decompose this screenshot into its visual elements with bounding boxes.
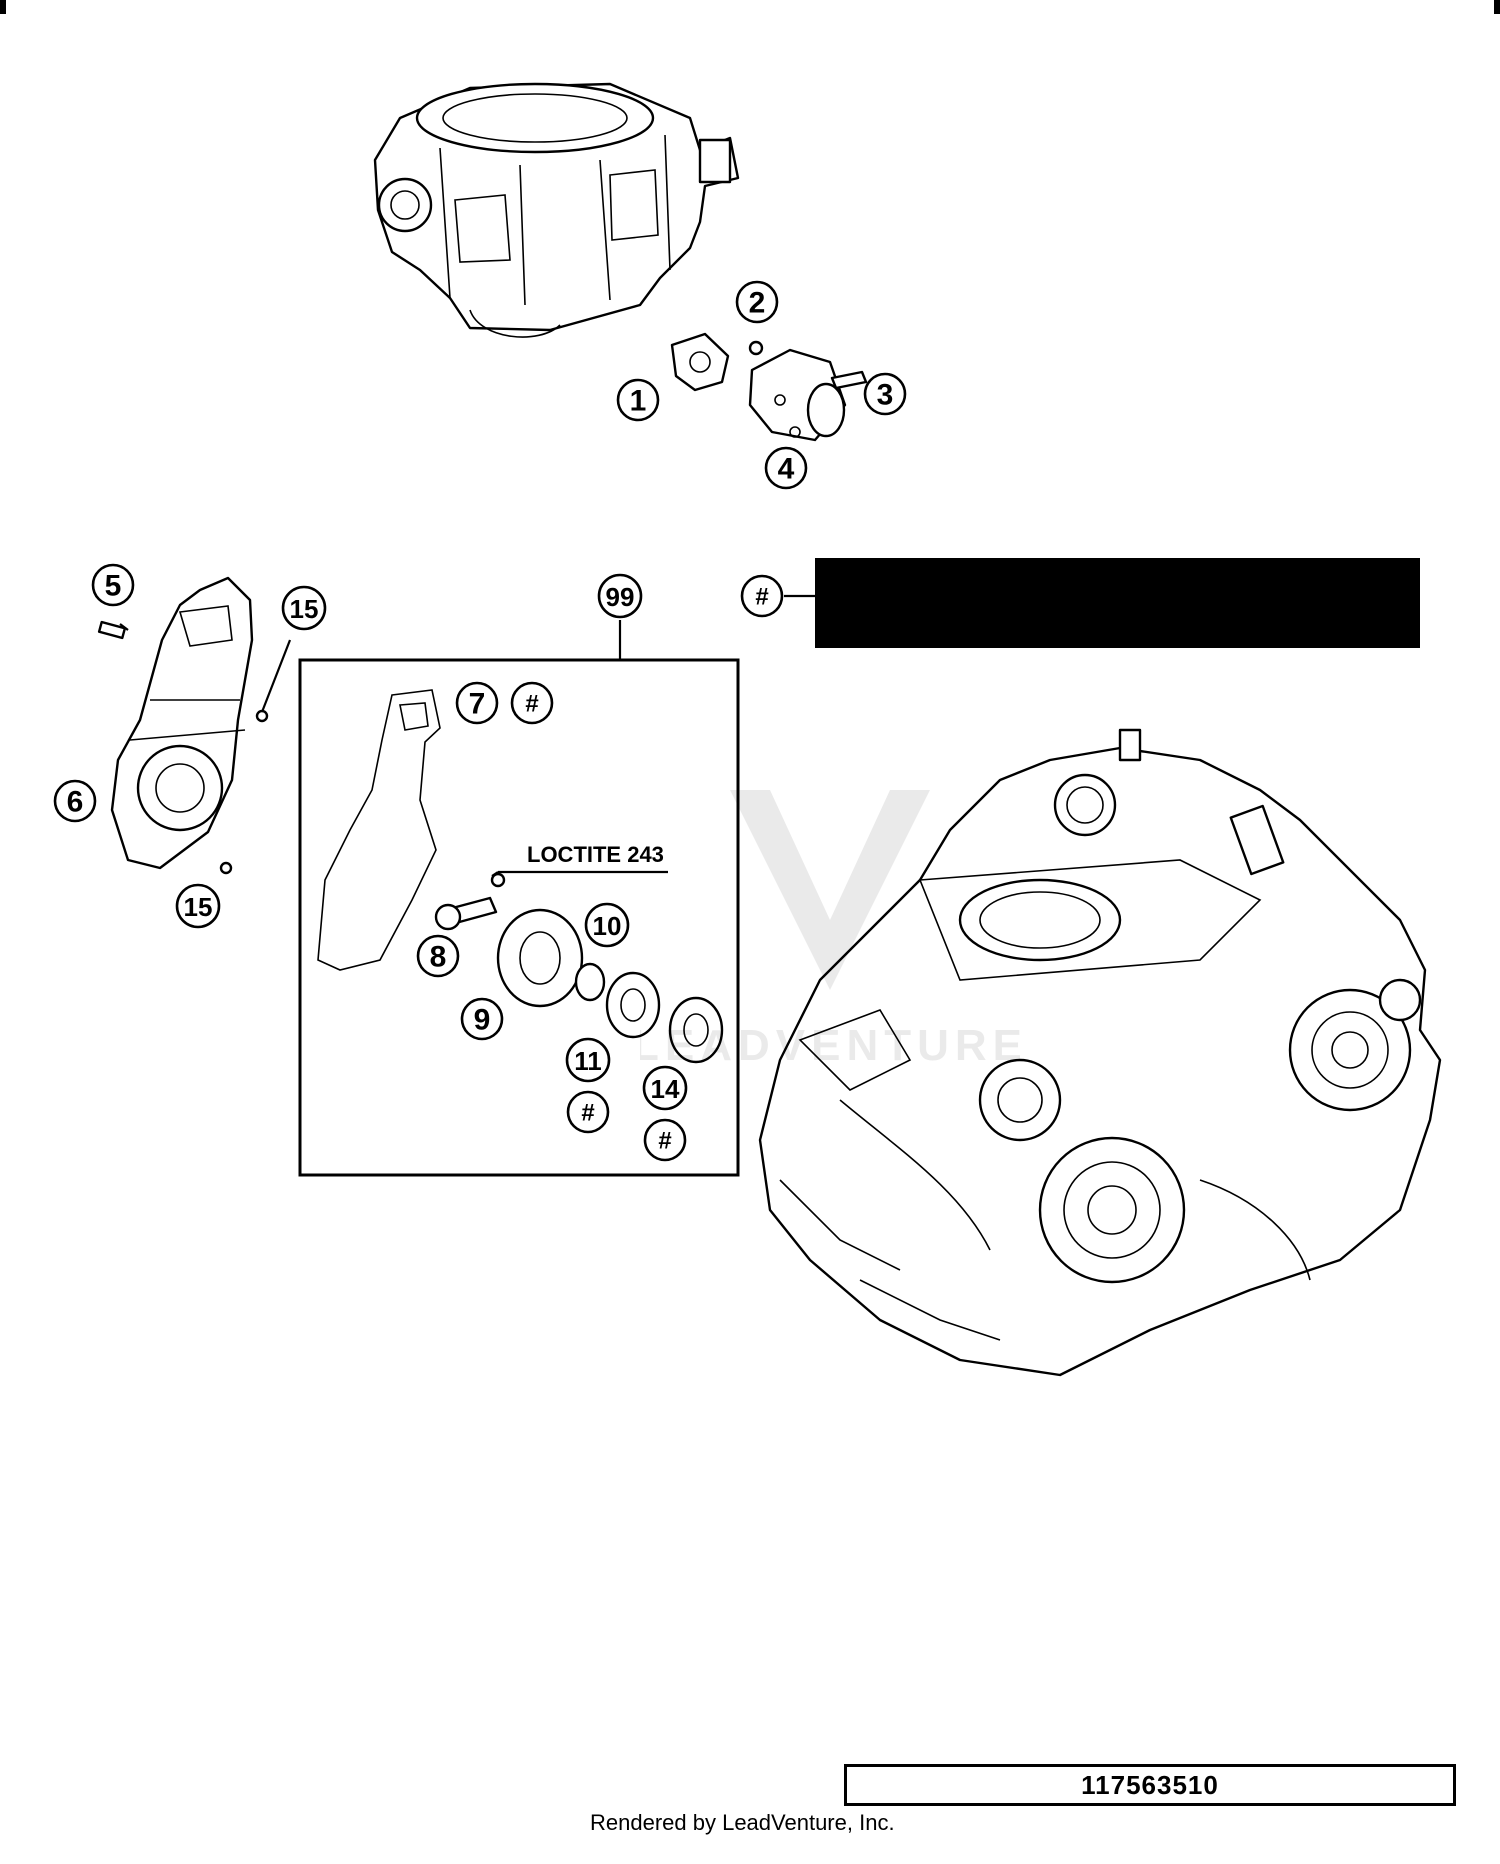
redacted-legend-bar	[815, 558, 1420, 648]
watermark-text: LEADVENTURE	[640, 1021, 1020, 1070]
callout-10: 10	[584, 902, 630, 948]
thermostat-assembly	[670, 332, 868, 442]
callout-99-text: 99	[606, 582, 635, 612]
callout-6: 6	[53, 779, 97, 823]
callout-1-text: 1	[630, 385, 647, 418]
document-number: 117563510	[1081, 1769, 1219, 1800]
callout-hash-7: #	[510, 681, 554, 725]
callout-15-bottom: 15	[175, 883, 221, 929]
callout-15-top: 15	[281, 585, 327, 631]
callout-15b-text: 15	[184, 892, 213, 922]
pump-parts	[434, 872, 724, 1064]
callout-8: 8	[416, 934, 460, 978]
callout-7-text: 7	[469, 688, 486, 721]
engine-crankcase-illustration	[758, 728, 1442, 1377]
water-pump-cover	[97, 576, 269, 875]
callout-1: 1	[616, 378, 660, 422]
document-number-box: 117563510	[844, 1764, 1456, 1806]
cylinder-illustration	[373, 82, 740, 338]
right-crop-mark	[1494, 0, 1500, 14]
callout-3: 3	[863, 372, 907, 416]
callout-9: 9	[460, 997, 504, 1041]
callout-3-text: 3	[877, 379, 894, 412]
callout-14-text: 14	[651, 1074, 680, 1104]
callout-5: 5	[91, 563, 135, 607]
leader-lines	[119, 594, 815, 877]
callout-11: 11	[565, 1037, 611, 1083]
callout-hash-11: #	[566, 1090, 610, 1134]
callout-8-text: 8	[430, 941, 447, 974]
gasket	[317, 689, 441, 971]
callout-4: 4	[764, 446, 808, 490]
callout-hash-14: #	[643, 1118, 687, 1162]
leadventure-watermark: LEADVENTURE	[640, 790, 1020, 1070]
callout-14: 14	[642, 1065, 688, 1111]
loctite-label: LOCTITE 243	[527, 842, 664, 867]
callout-5-text: 5	[105, 570, 122, 603]
rendered-by-footer: Rendered by LeadVenture, Inc.	[590, 1810, 895, 1835]
callout-4-text: 4	[778, 453, 795, 486]
callout-11-text: 11	[574, 1046, 602, 1076]
hash-14-text: #	[658, 1128, 671, 1155]
callout-99: 99	[597, 573, 643, 619]
callout-7: 7	[455, 681, 499, 725]
callout-2: 2	[735, 280, 779, 324]
hash-7-text: #	[525, 691, 538, 718]
left-crop-mark	[0, 0, 6, 14]
callout-15a-text: 15	[290, 594, 319, 624]
callout-6-text: 6	[67, 786, 84, 819]
kit-box	[298, 658, 740, 1177]
callout-9-text: 9	[474, 1004, 491, 1037]
callout-hash-legend: #	[740, 574, 784, 618]
hash-legend-text: #	[755, 584, 768, 611]
callout-2-text: 2	[749, 287, 766, 320]
callout-10-text: 10	[593, 911, 622, 941]
hash-11-text: #	[581, 1100, 594, 1127]
